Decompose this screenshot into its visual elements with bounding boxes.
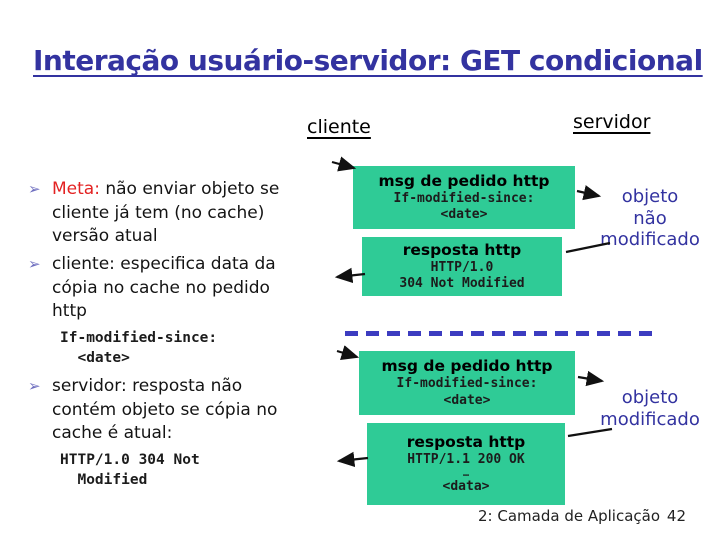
bullet-lead-meta: Meta: [52,179,100,199]
msg-box-response-1: resposta http HTTP/1.0 304 Not Modified [362,237,562,296]
server-label: servidor [573,111,651,133]
result-label-not-modified: objeto não modificado [600,186,700,250]
bullet-text: Meta: não enviar objeto se cliente já te… [52,178,314,249]
bullet-item-meta: ➢ Meta: não enviar objeto se cliente já … [28,178,314,249]
scenario-divider-dashed-line [345,331,655,336]
msg-box-title: msg de pedido http [381,357,553,375]
arrow-response1-to-client [334,267,366,284]
arrow-bullet-icon: ➢ [28,255,41,273]
bullet-text: servidor: resposta não contém objeto se … [52,376,278,443]
arrow-bullet-icon: ➢ [28,377,41,395]
footer-section: 2: Camada de Aplicação [478,507,661,525]
slide-title: Interação usuário-servidor: GET condicio… [33,44,703,77]
arrow-bullet-icon: ➢ [28,180,41,198]
msg-box-code: HTTP/1.1 200 OK [407,452,525,467]
msg-box-response-2: resposta http HTTP/1.1 200 OK … <data> [367,423,565,505]
line-server-to-response2 [567,427,613,438]
arrow-response2-to-client [336,451,369,468]
bullet-text: cliente: especifica data da cópia no cac… [52,254,276,321]
msg-box-title: msg de pedido http [378,171,550,190]
msg-box-code: HTTP/1.0 304 Not Modified [399,259,525,292]
slide-footer: 2: Camada de Aplicação 42 [478,507,686,525]
msg-box-title: resposta http [406,433,526,451]
msg-box-code: <data> [442,478,490,494]
bullet-item-servidor: ➢ servidor: resposta não contém objeto s… [28,375,314,446]
msg-box-title: resposta http [402,240,522,259]
arrow-client-to-request1 [331,156,357,172]
bullet-item-cliente: ➢ cliente: especifica data da cópia no c… [28,253,314,324]
arrow-request2-to-server [577,370,605,387]
msg-box-code: If-modified-since: <date> [396,376,538,408]
msg-box-code: If-modified-since: <date> [393,190,535,223]
code-304-not-modified: HTTP/1.0 304 Not Modified [60,452,200,488]
code-if-modified-since: If-modified-since: <date> [60,330,218,366]
footer-page-number: 42 [666,507,686,525]
msg-box-request-2: msg de pedido http If-modified-since: <d… [359,351,575,415]
client-label: cliente [307,116,371,138]
msg-box-request-1: msg de pedido http If-modified-since: <d… [353,166,575,229]
msg-box-ellipsis: … [462,467,470,479]
bullet-body: não enviar objeto se cliente já tem (no … [52,179,280,246]
arrow-client-to-request2 [336,345,360,360]
result-label-modified: objeto modificado [600,387,700,430]
